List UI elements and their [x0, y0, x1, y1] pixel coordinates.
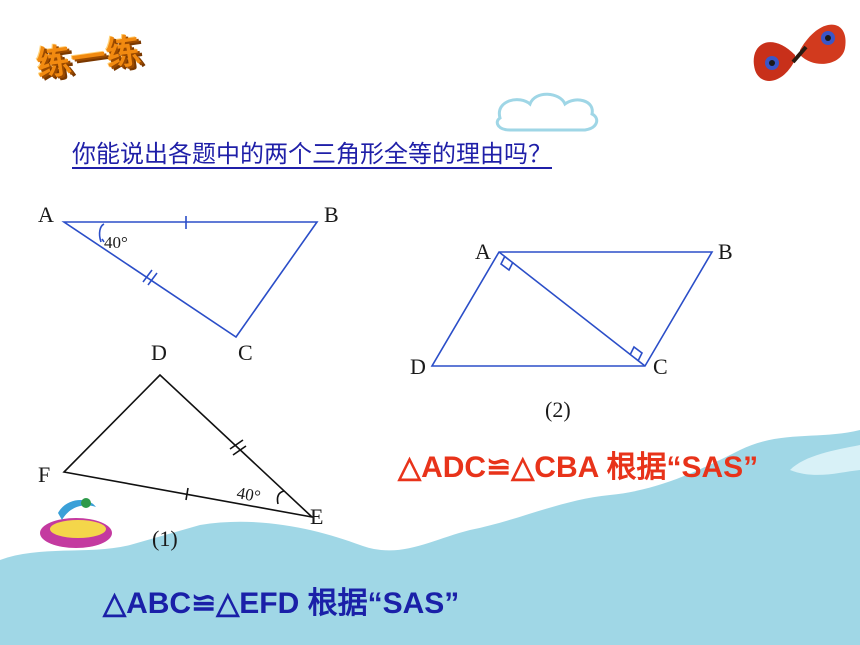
tick-mark-de-1 [229, 439, 244, 450]
angle-e-label: 40° [235, 483, 262, 506]
wave-background [0, 430, 860, 645]
butterfly-icon [753, 24, 846, 81]
label-e-fig1: E [310, 504, 323, 529]
cloud-decoration [495, 92, 599, 132]
right-angle-a [499, 255, 514, 272]
tick-mark-fe [185, 487, 189, 501]
angle-a-label: 40° [104, 233, 128, 252]
tick-mark-ac-1 [142, 269, 153, 283]
caption-fig1: (1) [152, 526, 178, 551]
diagonal-ac [498, 251, 646, 367]
tick-mark-de-2 [232, 445, 247, 456]
label-d-fig1: D [151, 340, 167, 365]
parallelogram-abcd [430, 251, 714, 367]
wave-highlight [790, 445, 860, 475]
label-d-fig2: D [410, 354, 426, 379]
caption-fig2: (2) [545, 397, 571, 422]
question-heading: 你能说出各题中的两个三角形全等的理由吗？ [72, 140, 552, 168]
label-a-fig2: A [475, 239, 491, 264]
answer-figure1: △ABC≌△EFD 根据“SAS” [103, 587, 460, 620]
right-angle-c [629, 345, 644, 362]
triangle-abc [61, 216, 319, 339]
logo-decoration [40, 498, 112, 548]
label-c-fig1: C [238, 340, 253, 365]
label-c-fig2: C [653, 354, 668, 379]
label-f-fig1: F [38, 462, 50, 487]
label-b-fig2: B [718, 239, 733, 264]
tick-mark-ac-2 [147, 272, 158, 286]
label-a-fig1: A [38, 202, 54, 227]
label-b-fig1: B [324, 202, 339, 227]
triangle-def [62, 373, 315, 519]
answer-figure2: △ADC≌△CBA 根据“SAS” [398, 451, 759, 484]
